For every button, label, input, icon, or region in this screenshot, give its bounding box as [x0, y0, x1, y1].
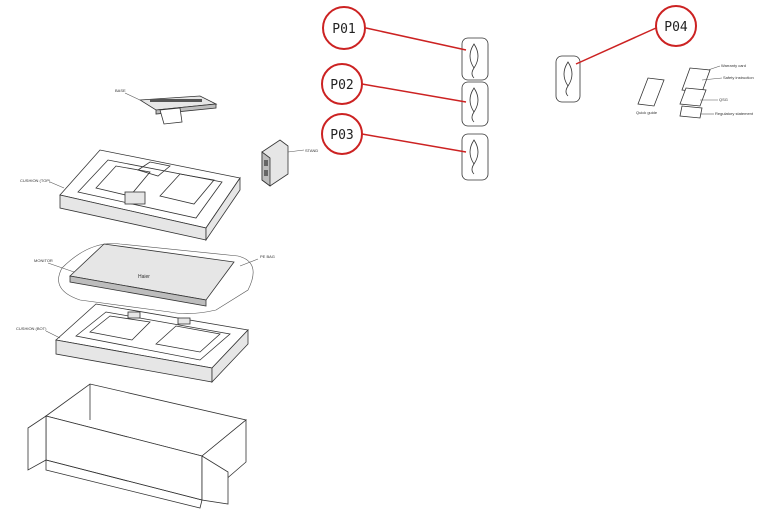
label-qsg: QSG [719, 97, 728, 102]
top-cushion: CUSHION (TOP) [20, 149, 241, 242]
callout-p01-label: P01 [332, 22, 355, 37]
bottom-cushion: CUSHION (BOT) [16, 303, 249, 384]
cable-bag-p04 [555, 55, 581, 103]
callout-p04-label: P04 [664, 20, 688, 35]
label-top-cushion: CUSHION (TOP) [20, 178, 51, 183]
documents: Quick guide Warranty card Safety instruc… [636, 63, 754, 119]
callout-p03-label: P03 [330, 128, 353, 143]
label-bottom-cushion: CUSHION (BOT) [16, 326, 47, 331]
cable-bag-p01 [461, 37, 489, 81]
label-stand-neck: STAND [305, 148, 318, 153]
carton-box [27, 383, 247, 509]
callout-p02: P02 [321, 63, 467, 105]
monitor-brand: Haier [138, 274, 150, 280]
callout-p03: P03 [321, 113, 467, 155]
label-monitor: MONITOR [34, 258, 53, 263]
label-pe-bag: PE BAG [260, 254, 275, 259]
pe-bag-monitor: Haier MONITOR PE BAG [34, 243, 275, 314]
stand-neck: STAND [261, 139, 318, 187]
callout-p01: P01 [322, 6, 467, 51]
cable-bag-p02 [461, 81, 489, 127]
callout-p04: P04 [575, 5, 697, 65]
label-qsg-left: Quick guide [636, 110, 658, 115]
label-safety: Safety instruction [723, 75, 754, 80]
label-stand: BASE [115, 88, 126, 93]
label-warranty: Warranty card [721, 63, 746, 68]
cable-bag-p03 [461, 133, 489, 181]
stand-base: BASE [115, 88, 218, 125]
label-regulatory: Regulatory statement [715, 111, 754, 116]
callout-p02-label: P02 [330, 78, 353, 93]
